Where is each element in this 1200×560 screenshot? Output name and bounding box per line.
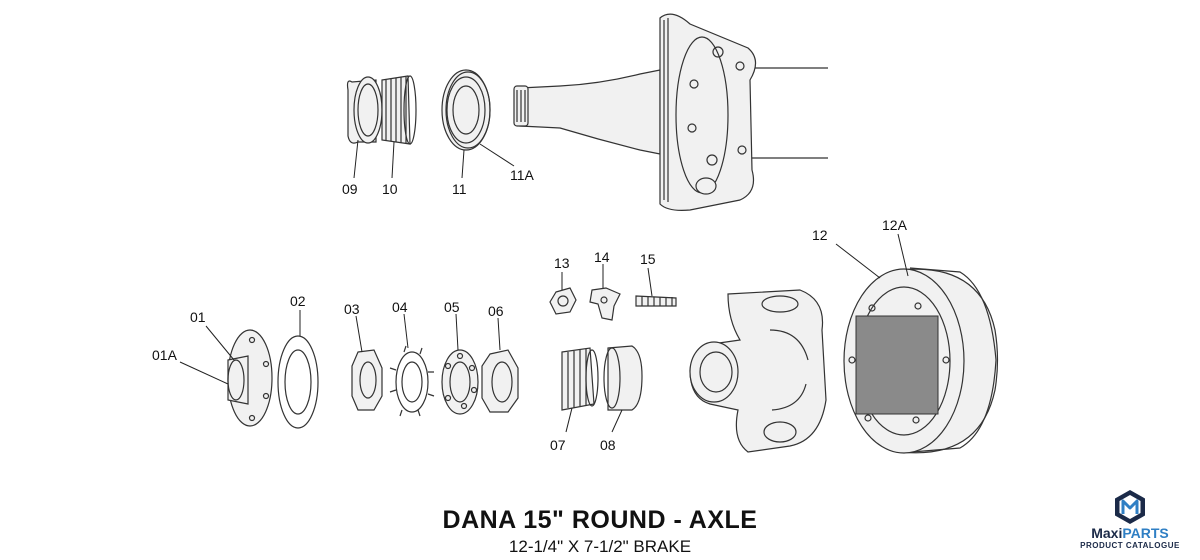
diagram-title: DANA 15" ROUND - AXLE bbox=[442, 506, 758, 534]
diagram-subtitle: 12-1/4" X 7-1/2" BRAKE bbox=[508, 537, 692, 556]
wheel-hub-drawing bbox=[689, 289, 827, 453]
label-09: 09 bbox=[342, 181, 358, 197]
top-bearing-group bbox=[346, 69, 491, 151]
leader-lines bbox=[179, 139, 909, 433]
label-12a: 12A bbox=[882, 217, 908, 233]
maxiparts-logo: MaxiPARTS PRODUCT CATALOGUE bbox=[1068, 488, 1192, 556]
label-11a: 11A bbox=[510, 167, 535, 183]
hexagon-m-logo-icon bbox=[1115, 490, 1145, 524]
logo-brand-text: MaxiPARTS bbox=[1068, 526, 1192, 541]
label-05: 05 bbox=[444, 299, 460, 315]
label-12: 12 bbox=[812, 227, 828, 243]
logo-tagline: PRODUCT CATALOGUE bbox=[1080, 541, 1180, 550]
logo-brand-prefix: Maxi bbox=[1091, 525, 1123, 541]
label-11: 11 bbox=[452, 181, 467, 197]
label-10: 10 bbox=[382, 181, 398, 197]
label-01: 01 bbox=[190, 309, 206, 325]
logo-brand-suffix: PARTS bbox=[1122, 525, 1169, 541]
label-06: 06 bbox=[488, 303, 504, 319]
label-01a: 01A bbox=[152, 347, 178, 363]
label-15: 15 bbox=[640, 251, 656, 267]
label-04: 04 bbox=[392, 299, 408, 315]
bottom-parts-group bbox=[227, 329, 643, 429]
label-07: 07 bbox=[550, 437, 566, 453]
brake-drum-drawing bbox=[843, 267, 999, 454]
label-13: 13 bbox=[554, 255, 570, 271]
fastener-group bbox=[549, 287, 677, 321]
axle-spindle-drawing bbox=[513, 13, 828, 211]
part-labels: 09 10 11 11A 12 12A 13 14 15 01 01A 02 0… bbox=[152, 167, 908, 453]
label-03: 03 bbox=[344, 301, 360, 317]
label-08: 08 bbox=[600, 437, 616, 453]
label-14: 14 bbox=[594, 249, 610, 265]
label-02: 02 bbox=[290, 293, 306, 309]
